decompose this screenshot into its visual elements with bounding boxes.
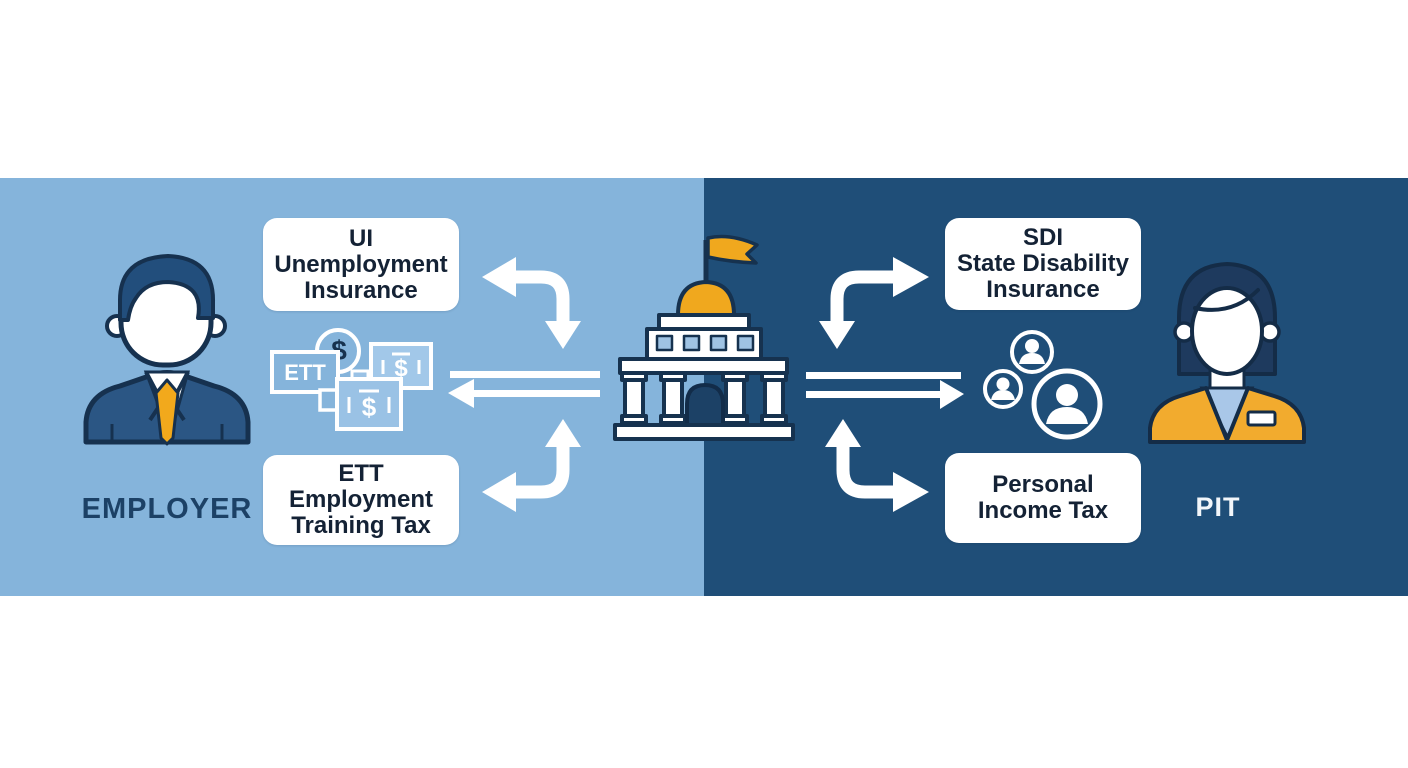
building-dome (676, 280, 736, 317)
ett-box-line3: Training Tax (291, 512, 431, 539)
money-bills-icon: $ $ ETT $ (270, 328, 433, 431)
employee-face (1190, 286, 1264, 376)
person-circle-small-top (1010, 330, 1054, 374)
arrowhead-down (545, 321, 581, 349)
ui-box-line2: Unemployment (274, 250, 448, 278)
building-window (655, 334, 674, 352)
sdi-box: SDI State Disability Insurance (945, 218, 1141, 310)
employee-hair-fringe (1193, 288, 1260, 312)
arrowhead-right (893, 257, 929, 297)
arrowhead-down (819, 321, 855, 349)
employer-hair (118, 254, 216, 322)
employee-person-icon (1148, 262, 1306, 444)
right-bottom-exchange-arrow (825, 419, 929, 512)
employer-tie (154, 378, 180, 446)
person-circle-large (1031, 368, 1103, 440)
building-columns (620, 371, 788, 425)
left-top-exchange-arrow (482, 257, 581, 349)
sdi-box-line3: Insurance (986, 276, 1100, 303)
employee-jacket-left (1148, 386, 1229, 444)
employee-name-tag (1246, 410, 1277, 427)
employer-label: EMPLOYER (81, 493, 253, 525)
ui-box: UI Unemployment Insurance (263, 218, 459, 311)
building-window (709, 334, 728, 352)
pit-box-line2: Income Tax (977, 497, 1109, 524)
personal-income-tax-box: Personal Income Tax (945, 453, 1141, 543)
person-circle-small-left (983, 369, 1023, 409)
right-top-exchange-arrow (819, 257, 929, 349)
bill-dollar-symbol: $ (394, 355, 408, 382)
left-bottom-exchange-arrow (482, 419, 581, 512)
building-window (736, 334, 755, 352)
arrowhead-left (448, 379, 474, 408)
arrowhead-left (482, 472, 516, 512)
government-building-icon (613, 234, 795, 441)
left-flow-lines (448, 371, 600, 408)
ett-tag-label: ETT (284, 360, 326, 385)
sdi-box-abbr: SDI (1022, 224, 1063, 251)
arrowhead-right (893, 472, 929, 512)
ui-box-abbr: UI (349, 224, 373, 252)
arrowhead-up (825, 419, 861, 447)
arrowhead-right (940, 380, 964, 409)
employer-person-icon (83, 254, 251, 446)
ett-box-abbr: ETT (338, 460, 384, 487)
pit-box-line1: Personal (992, 471, 1094, 498)
ett-money-tag: ETT (270, 350, 340, 394)
bill-dollar-symbol: $ (362, 392, 377, 422)
pit-label: PIT (1195, 492, 1241, 522)
ui-box-line3: Insurance (304, 276, 418, 304)
money-bill-front: $ (335, 369, 403, 431)
ett-box: ETT Employment Training Tax (263, 455, 459, 545)
building-flag (706, 234, 759, 265)
building-window (682, 334, 701, 352)
employees-group-icon (983, 330, 1103, 440)
ett-box-line2: Employment (288, 486, 434, 513)
building-arch-door (685, 383, 725, 427)
right-flow-lines (806, 372, 964, 409)
sdi-box-line2: State Disability (956, 250, 1130, 277)
arrowhead-up (545, 419, 581, 447)
arrowhead-left (482, 257, 516, 297)
